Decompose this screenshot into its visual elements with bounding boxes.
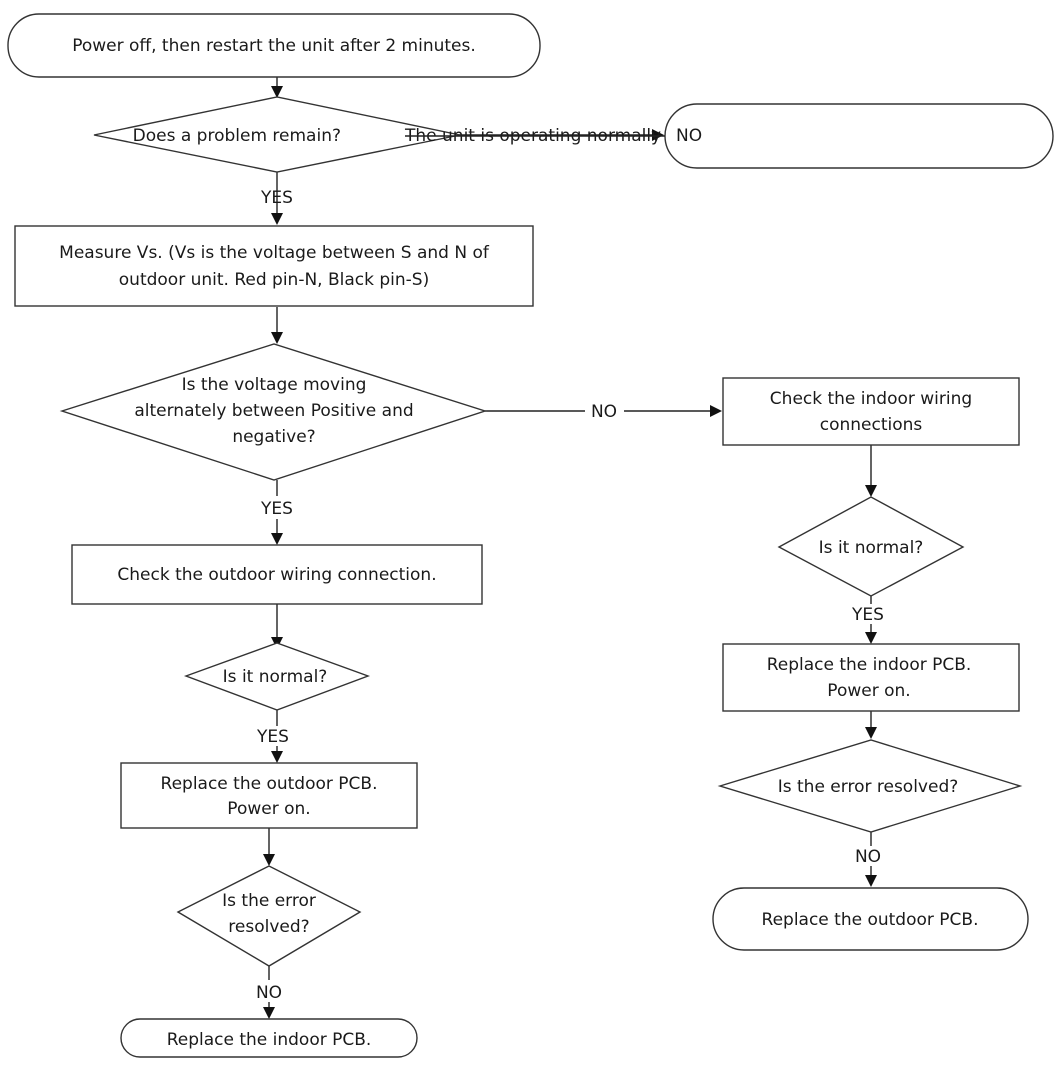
voltage-decision: Is the voltage moving alternately betwee…	[59, 343, 488, 481]
problem-remain-question: Does a problem remain?	[133, 126, 341, 146]
replace-indoor-line1: Replace the indoor PCB.	[767, 655, 972, 675]
end-right-text: Replace the outdoor PCB.	[762, 910, 979, 930]
voltage-question-line2: alternately between Positive and	[134, 401, 413, 421]
arrowhead	[271, 751, 283, 763]
end-terminator-left: Replace the indoor PCB.	[120, 1018, 418, 1058]
measure-text-line1: Measure Vs. (Vs is the voltage between S…	[59, 243, 490, 263]
label-no-normal: NO	[676, 126, 702, 146]
start-text: Power off, then restart the unit after 2…	[72, 36, 476, 56]
arrowhead	[271, 332, 283, 344]
arrowhead	[271, 213, 283, 225]
normal-question-right: Is it normal?	[819, 538, 924, 558]
resolved-question-left-line1: Is the error	[222, 891, 316, 911]
voltage-question-line1: Is the voltage moving	[182, 375, 367, 395]
indoor-wiring-line1: Check the indoor wiring	[770, 389, 972, 409]
resolved-decision-left: Is the error resolved?	[176, 865, 362, 967]
arrowhead	[865, 485, 877, 497]
arrowhead	[865, 875, 877, 887]
problem-remain-decision: Does a problem remain?	[93, 96, 461, 173]
arrowhead	[271, 86, 283, 98]
normal-decision-left: Is it normal?	[183, 642, 371, 711]
label-yes-normal-right: YES	[851, 605, 884, 625]
arrowhead	[710, 405, 722, 417]
label-no-voltage: NO	[591, 402, 617, 422]
normal-question-left: Is it normal?	[223, 667, 328, 687]
label-yes-problem: YES	[260, 188, 293, 208]
outdoor-wiring-box: Check the outdoor wiring connection.	[71, 544, 483, 605]
arrowhead	[652, 129, 664, 141]
normal-decision-right: Is it normal?	[777, 496, 965, 597]
arrowhead	[263, 1007, 275, 1019]
arrowhead	[865, 632, 877, 644]
replace-indoor-pcb-box: Replace the indoor PCB. Power on.	[722, 643, 1020, 712]
indoor-wiring-box: Check the indoor wiring connections	[722, 377, 1020, 446]
measure-text-line2: outdoor unit. Red pin-N, Black pin-S)	[119, 270, 429, 290]
arrowhead	[271, 533, 283, 545]
indoor-wiring-line2: connections	[820, 415, 923, 435]
label-no-resolved-left: NO	[256, 983, 282, 1003]
start-terminator: Power off, then restart the unit after 2…	[7, 13, 541, 78]
replace-outdoor-line1: Replace the outdoor PCB.	[161, 774, 378, 794]
replace-outdoor-line2: Power on.	[227, 799, 310, 819]
replace-indoor-line2: Power on.	[827, 681, 910, 701]
label-yes-voltage: YES	[260, 499, 293, 519]
end-left-text: Replace the indoor PCB.	[167, 1030, 372, 1050]
end-terminator-right: Replace the outdoor PCB.	[712, 887, 1029, 951]
measure-vs-box: Measure Vs. (Vs is the voltage between S…	[14, 225, 534, 307]
resolved-decision-right: Is the error resolved?	[717, 739, 1023, 833]
voltage-question-line3: negative?	[232, 427, 315, 447]
label-yes-normal-left: YES	[256, 727, 289, 747]
resolved-question-right: Is the error resolved?	[778, 777, 959, 797]
arrowhead	[263, 854, 275, 866]
connectors	[268, 77, 872, 1011]
resolved-question-left-line2: resolved?	[228, 917, 309, 937]
outdoor-wiring-text: Check the outdoor wiring connection.	[117, 565, 436, 585]
arrowhead	[865, 727, 877, 739]
normal-terminator	[664, 103, 1054, 169]
label-no-resolved-right: NO	[855, 847, 881, 867]
replace-outdoor-pcb-box: Replace the outdoor PCB. Power on.	[120, 762, 418, 829]
